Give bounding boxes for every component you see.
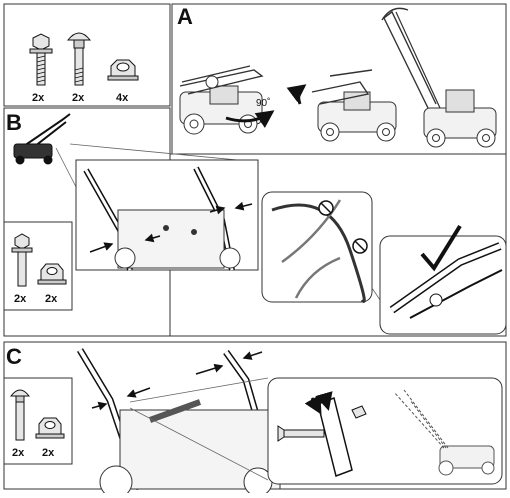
bolt-insertion-detail (267, 377, 503, 485)
rotation-angle-label: 90˚ (256, 97, 270, 109)
flange-bolt-icon (11, 233, 33, 287)
flange-nut-icon (107, 59, 139, 81)
hardware-box (3, 3, 171, 107)
correct-routing-detail (379, 224, 507, 335)
checkmark-icon (420, 224, 462, 272)
carriage-bolt-icon (66, 32, 92, 86)
raise-arrow-icon (286, 84, 307, 105)
section-b-hardware-box (3, 221, 73, 311)
flange-bolt-count: 2x (32, 92, 45, 104)
section-c-label: C (6, 344, 22, 369)
section-c-hardware-box (3, 377, 73, 465)
section-b-nut-count: 2x (45, 293, 58, 305)
section-c-frame: C (3, 341, 507, 498)
mower-upright-illustration (381, 7, 497, 148)
rotate-arrow-icon (225, 110, 275, 128)
section-a-frame: 90˚ A (171, 3, 507, 155)
section-c-nut-count: 2x (42, 447, 55, 459)
cable-routing-detail (261, 191, 373, 303)
mower-folded-illustration (179, 65, 264, 135)
handle-mount-detail (75, 159, 259, 271)
mower-thumbnail-illustration (13, 113, 71, 165)
section-c-bolt-count: 2x (12, 447, 25, 459)
flange-nut-icon (37, 263, 67, 285)
section-a-label: A (177, 4, 193, 29)
carriage-bolt-icon (9, 389, 31, 441)
flange-nut-icon (35, 417, 65, 439)
carriage-bolt-count: 2x (72, 92, 85, 104)
mower-half-raised-illustration (311, 69, 397, 142)
lower-handle-illustration (76, 348, 281, 498)
section-b-label: B (6, 110, 22, 135)
flange-nut-count: 4x (116, 92, 129, 104)
flange-bolt-icon (29, 33, 53, 86)
mower-handle-positions-illustration (393, 389, 495, 476)
section-b-bolt-count: 2x (14, 293, 27, 305)
section-b-frame: B (3, 107, 507, 337)
